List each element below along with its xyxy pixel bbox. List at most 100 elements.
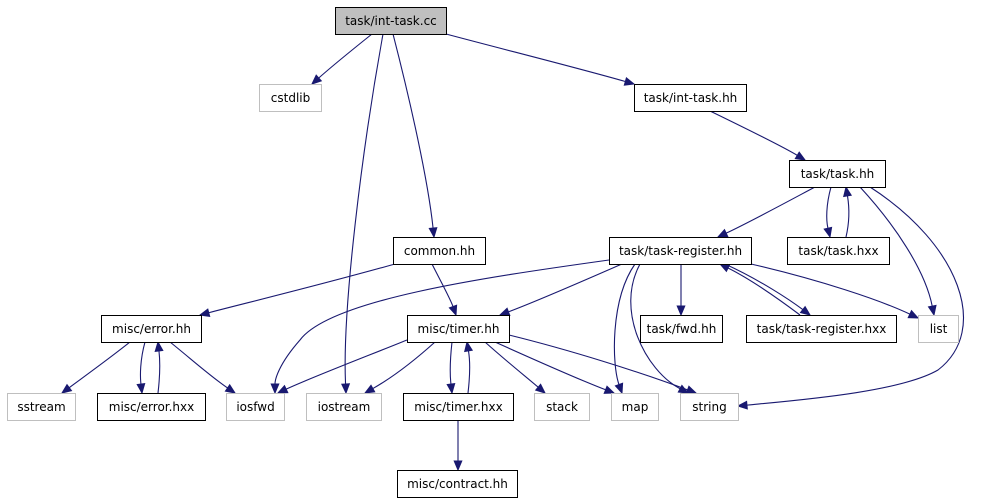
edge-regihh-to-timerhh <box>498 263 623 316</box>
arrowhead <box>311 74 323 85</box>
edge-line <box>274 259 610 385</box>
arrowhead <box>224 383 237 394</box>
node-sstream[interactable]: sstream <box>7 393 76 421</box>
node-errorhh[interactable]: misc/error.hh <box>101 315 202 343</box>
node-label: sstream <box>17 400 65 414</box>
arrowhead <box>446 383 456 395</box>
node-timerhh[interactable]: misc/timer.hh <box>407 315 510 343</box>
node-label: misc/timer.hh <box>418 322 500 336</box>
node-taskhh[interactable]: task/task.hh <box>789 160 886 188</box>
edge-regihh-to-iosfwd <box>270 259 610 395</box>
node-label: task/task-register.hh <box>619 244 742 258</box>
edge-errorhh-to-errorhxx <box>136 341 146 395</box>
node-commonhh[interactable]: common.hh <box>393 237 486 265</box>
node-string[interactable]: string <box>680 393 739 421</box>
node-box <box>534 393 590 421</box>
node-box <box>609 237 752 265</box>
node-inttaskhh[interactable]: task/int-task.hh <box>634 84 747 112</box>
arrowhead <box>154 340 164 352</box>
node-label: misc/timer.hxx <box>414 400 502 414</box>
edges-layer <box>60 33 964 472</box>
node-box <box>746 315 897 343</box>
node-root[interactable]: task/int-task.cc <box>335 7 447 35</box>
node-fwdhh[interactable]: task/fwd.hh <box>640 315 723 343</box>
edge-root-to-inttaskhh <box>445 33 636 86</box>
edge-errorhxx-to-errorhh <box>154 340 164 394</box>
arrowhead <box>453 460 463 472</box>
node-timerhxx[interactable]: misc/timer.hxx <box>403 393 514 421</box>
arrowhead <box>718 263 731 273</box>
edge-line <box>467 350 471 394</box>
edge-regihh-to-fwdhh <box>676 263 686 317</box>
arrowhead <box>799 305 812 316</box>
arrowhead <box>448 304 458 317</box>
edge-line <box>392 33 434 229</box>
node-regihh[interactable]: task/task-register.hh <box>609 237 752 265</box>
edge-line <box>709 110 798 156</box>
edge-line <box>750 263 911 315</box>
arrowhead <box>823 226 833 239</box>
edge-regihh-to-map <box>613 263 636 395</box>
arrowhead <box>363 384 376 394</box>
arrowhead <box>136 383 146 395</box>
node-label: task/task.hxx <box>798 244 878 258</box>
node-label: misc/contract.hh <box>407 477 508 491</box>
arrowhead <box>927 304 937 317</box>
arrowhead <box>716 228 729 238</box>
node-taskhxx[interactable]: task/task.hxx <box>787 237 890 265</box>
arrowhead <box>60 383 73 394</box>
node-stack[interactable]: stack <box>534 393 590 421</box>
node-cstdlib[interactable]: cstdlib <box>259 84 322 112</box>
node-regihxx[interactable]: task/task-register.hxx <box>746 315 897 343</box>
edge-line <box>508 263 623 313</box>
edge-taskhh-to-regihh <box>716 186 816 238</box>
node-box <box>226 393 285 421</box>
arrowhead <box>270 383 280 395</box>
arrowhead <box>198 308 211 318</box>
node-map[interactable]: map <box>611 393 659 421</box>
edge-line <box>724 263 804 311</box>
edge-line <box>68 341 131 389</box>
node-box <box>101 315 202 343</box>
edge-line <box>630 263 681 390</box>
node-box <box>397 470 518 498</box>
edge-line <box>845 195 850 238</box>
arrowhead <box>685 385 698 394</box>
node-list[interactable]: list <box>918 315 959 343</box>
arrowhead <box>676 305 686 317</box>
node-label: misc/error.hh <box>112 322 191 336</box>
node-label: list <box>930 322 948 336</box>
arrowhead <box>341 383 351 395</box>
edge-commonhh-to-errorhh <box>198 263 396 318</box>
node-label: stack <box>546 400 578 414</box>
edge-regihxx-to-regihh <box>718 263 801 316</box>
edge-timerhxx-to-contract <box>453 419 463 472</box>
edge-timerhh-to-iosfwd <box>276 339 408 394</box>
node-iosfwd[interactable]: iosfwd <box>226 393 285 421</box>
edge-line <box>318 33 373 79</box>
node-box <box>789 160 886 188</box>
edge-line <box>344 33 384 385</box>
node-label: task/task.hh <box>801 167 875 181</box>
edge-line <box>431 263 454 307</box>
node-iostream[interactable]: iostream <box>306 393 382 421</box>
arrowhead <box>603 385 616 394</box>
arrowhead <box>498 307 511 316</box>
node-box <box>393 237 486 265</box>
edge-errorhh-to-iosfwd <box>169 341 237 394</box>
node-label: task/task-register.hxx <box>757 322 887 336</box>
node-label: iosfwd <box>236 400 274 414</box>
node-contract[interactable]: misc/contract.hh <box>397 470 518 498</box>
edge-taskhh-to-list <box>859 186 937 317</box>
node-errorhxx[interactable]: misc/error.hxx <box>97 393 206 421</box>
edge-timerhh-to-string <box>508 334 698 394</box>
edge-timerhxx-to-timerhh <box>464 340 474 394</box>
edge-line <box>613 263 636 385</box>
arrowhead <box>794 151 807 161</box>
edge-line <box>445 33 626 83</box>
edge-regihh-to-list <box>750 263 920 319</box>
node-label: string <box>692 400 726 414</box>
edge-taskhxx-to-taskhh <box>843 185 853 238</box>
node-label: cstdlib <box>271 91 310 105</box>
